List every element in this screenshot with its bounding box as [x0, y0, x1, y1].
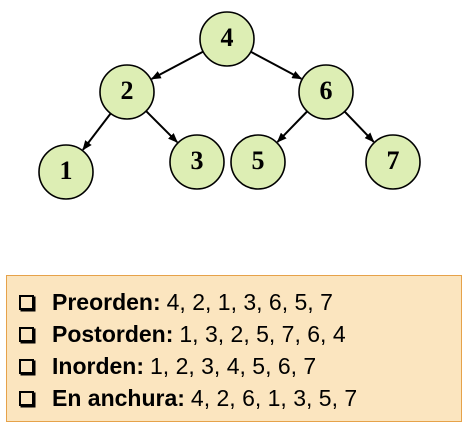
traversal-row-preorden: Preorden: 4, 2, 1, 3, 6, 5, 7 [19, 286, 461, 318]
node-circle [38, 144, 94, 200]
node-circle [169, 134, 225, 190]
traversal-row-en-anchura: En anchura: 4, 2, 6, 1, 3, 5, 7 [19, 382, 461, 414]
node-label: 6 [320, 76, 333, 105]
traversal-label: En anchura: [52, 384, 185, 411]
traversal-value: 1, 2, 3, 4, 5, 6, 7 [150, 352, 317, 379]
edge-6-7 [343, 110, 375, 143]
checkbox-bullet-icon [19, 390, 34, 406]
checkbox-bullet-icon [19, 326, 34, 342]
edge-6-5 [276, 110, 308, 143]
checkbox-bullet-icon [19, 358, 34, 374]
node-circle [199, 11, 255, 67]
node-label: 2 [121, 76, 134, 105]
edge-4-2 [150, 50, 204, 80]
tree-node-3: 3 [169, 134, 225, 190]
node-circle [99, 64, 155, 120]
binary-tree-diagram: 4 2 6 1 3 5 7 [38, 11, 421, 200]
node-label: 1 [60, 156, 73, 185]
traversals-box: Preorden: 4, 2, 1, 3, 6, 5, 7 Postorden:… [6, 275, 462, 422]
tree-node-6: 6 [298, 64, 354, 120]
traversal-label: Postorden: [52, 320, 174, 347]
traversal-value: 4, 2, 6, 1, 3, 5, 7 [190, 384, 358, 411]
node-label: 3 [191, 146, 204, 175]
node-label: 5 [252, 146, 265, 175]
node-circle [230, 134, 286, 190]
traversal-label: Inorden: [52, 352, 144, 379]
traversal-value: 4, 2, 1, 3, 6, 5, 7 [166, 288, 333, 315]
tree-node-7: 7 [365, 134, 421, 190]
node-label: 4 [221, 23, 234, 52]
edge-2-3 [145, 110, 178, 143]
traversal-label: Preorden: [52, 288, 161, 315]
traversal-row-postorden: Postorden: 1, 3, 2, 5, 7, 6, 4 [19, 318, 461, 350]
node-circle [365, 134, 421, 190]
edge-2-1 [82, 112, 112, 151]
tree-node-5: 5 [230, 134, 286, 190]
node-label: 7 [387, 146, 400, 175]
traversal-row-inorden: Inorden: 1, 2, 3, 4, 5, 6, 7 [19, 350, 461, 382]
tree-node-4: 4 [199, 11, 255, 67]
node-circle [298, 64, 354, 120]
tree-node-2: 2 [99, 64, 155, 120]
tree-node-1: 1 [38, 144, 94, 200]
checkbox-bullet-icon [19, 294, 34, 310]
traversal-value: 1, 3, 2, 5, 7, 6, 4 [179, 320, 346, 347]
edge-4-6 [250, 50, 303, 80]
